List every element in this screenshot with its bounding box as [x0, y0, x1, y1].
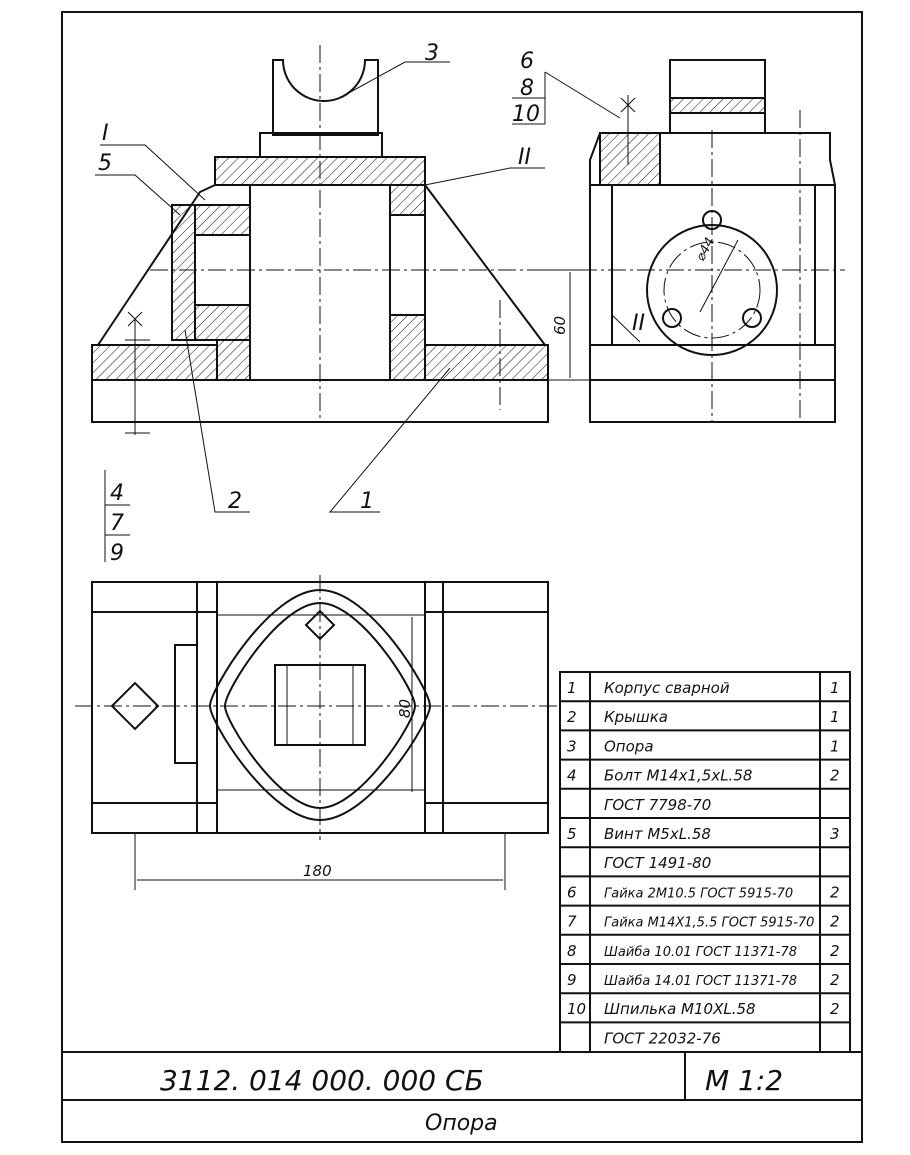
parts-list-row: 3 Опора 1: [567, 737, 840, 755]
part-position: 8: [567, 942, 577, 960]
callout-I: I: [102, 121, 109, 146]
callout-7: 7: [110, 511, 124, 536]
part-name: Опора: [604, 737, 654, 755]
part-quantity: 3: [830, 825, 840, 843]
callout-II-side: II: [632, 311, 645, 336]
part-name: Шайба 10.01 ГОСТ 11371-78: [604, 945, 797, 960]
dimension-80: 80: [396, 699, 414, 718]
part-position: 5: [567, 825, 577, 843]
part-quantity: 1: [830, 737, 840, 755]
part-quantity: 2: [830, 913, 840, 931]
drawing-scale: М 1:2: [705, 1064, 783, 1097]
parts-list-row: 7 Гайка M14X1,5.5 ГОСТ 5915-70 2: [567, 913, 840, 931]
part-name: Шайба 14.01 ГОСТ 11371-78: [604, 974, 797, 989]
callout-1: 1: [360, 489, 374, 514]
part-quantity: 2: [830, 1000, 840, 1018]
part-name: Гайка 2M10.5 ГОСТ 5915-70: [604, 886, 793, 901]
callout-2: 2: [228, 489, 242, 514]
parts-list-row: 6 Гайка 2M10.5 ГОСТ 5915-70 2: [567, 883, 840, 901]
part-quantity: 2: [830, 883, 840, 901]
top-view: 180 80: [75, 575, 560, 890]
dimension-60: 60: [551, 316, 569, 335]
part-position: 1: [567, 679, 577, 697]
part-name: ГОСТ 1491-80: [604, 854, 711, 872]
dimension-180: 180: [303, 862, 332, 880]
part-position: 9: [567, 971, 577, 989]
parts-list-row: 2 Крышка 1: [567, 708, 840, 726]
front-callouts: 3 I 5 II 2 1 4 7 9: [95, 41, 545, 566]
parts-list-row: ГОСТ 22032-76: [604, 1029, 721, 1047]
callout-10: 10: [512, 102, 540, 127]
part-position: 7: [567, 913, 577, 931]
part-name: Винт M5xL.58: [604, 825, 711, 843]
front-view: [91, 45, 560, 435]
part-quantity: 1: [830, 679, 840, 697]
part-position: 3: [567, 737, 577, 755]
parts-list: 1 Корпус сварной 1 2 Крышка 1 3 Опора 1 4 Болт M14…: [559, 671, 851, 1053]
part-quantity: 1: [830, 708, 840, 726]
part-name: Корпус сварной: [604, 679, 730, 697]
side-view: ⌀44 60 II 6 8 10: [512, 49, 845, 423]
drawing-designation: 3112. 014 000. 000 СБ: [160, 1064, 484, 1097]
parts-list-row: ГОСТ 7798-70: [604, 796, 711, 814]
callout-3: 3: [425, 41, 439, 66]
part-quantity: 2: [830, 942, 840, 960]
callout-9: 9: [110, 541, 124, 566]
parts-list-row: 4 Болт M14x1,5xL.58 2: [567, 767, 840, 785]
diameter-dimension: ⌀44: [693, 235, 718, 264]
parts-list-row: ГОСТ 1491-80: [604, 854, 711, 872]
part-quantity: 2: [830, 767, 840, 785]
part-name: Шпилька M10XL.58: [604, 1000, 756, 1018]
parts-list-row: 10 Шпилька M10XL.58 2: [567, 1000, 840, 1018]
callout-6: 6: [520, 49, 534, 74]
parts-list-row: 8 Шайба 10.01 ГОСТ 11371-78 2: [567, 942, 840, 960]
part-name: ГОСТ 22032-76: [604, 1029, 721, 1047]
part-name: Гайка M14X1,5.5 ГОСТ 5915-70: [604, 916, 814, 931]
title-block: 3112. 014 000. 000 СБ М 1:2 Опора: [62, 1051, 862, 1136]
part-name: Крышка: [604, 708, 668, 726]
callout-8: 8: [520, 76, 534, 101]
drawing-frame: [61, 11, 863, 1143]
parts-list-row: 9 Шайба 14.01 ГОСТ 11371-78 2: [567, 971, 840, 989]
drawing-name: Опора: [425, 1111, 498, 1136]
part-name: ГОСТ 7798-70: [604, 796, 711, 814]
part-name: Болт M14x1,5xL.58: [604, 767, 752, 785]
parts-list-row: 1 Корпус сварной 1: [567, 679, 840, 697]
part-position: 4: [567, 767, 577, 785]
part-position: 10: [567, 1000, 586, 1018]
callout-4: 4: [110, 481, 124, 506]
part-position: 6: [567, 883, 577, 901]
callout-5: 5: [98, 151, 112, 176]
part-quantity: 2: [830, 971, 840, 989]
parts-list-row: 5 Винт M5xL.58 3: [567, 825, 840, 843]
part-position: 2: [567, 708, 577, 726]
callout-II: II: [518, 145, 531, 170]
